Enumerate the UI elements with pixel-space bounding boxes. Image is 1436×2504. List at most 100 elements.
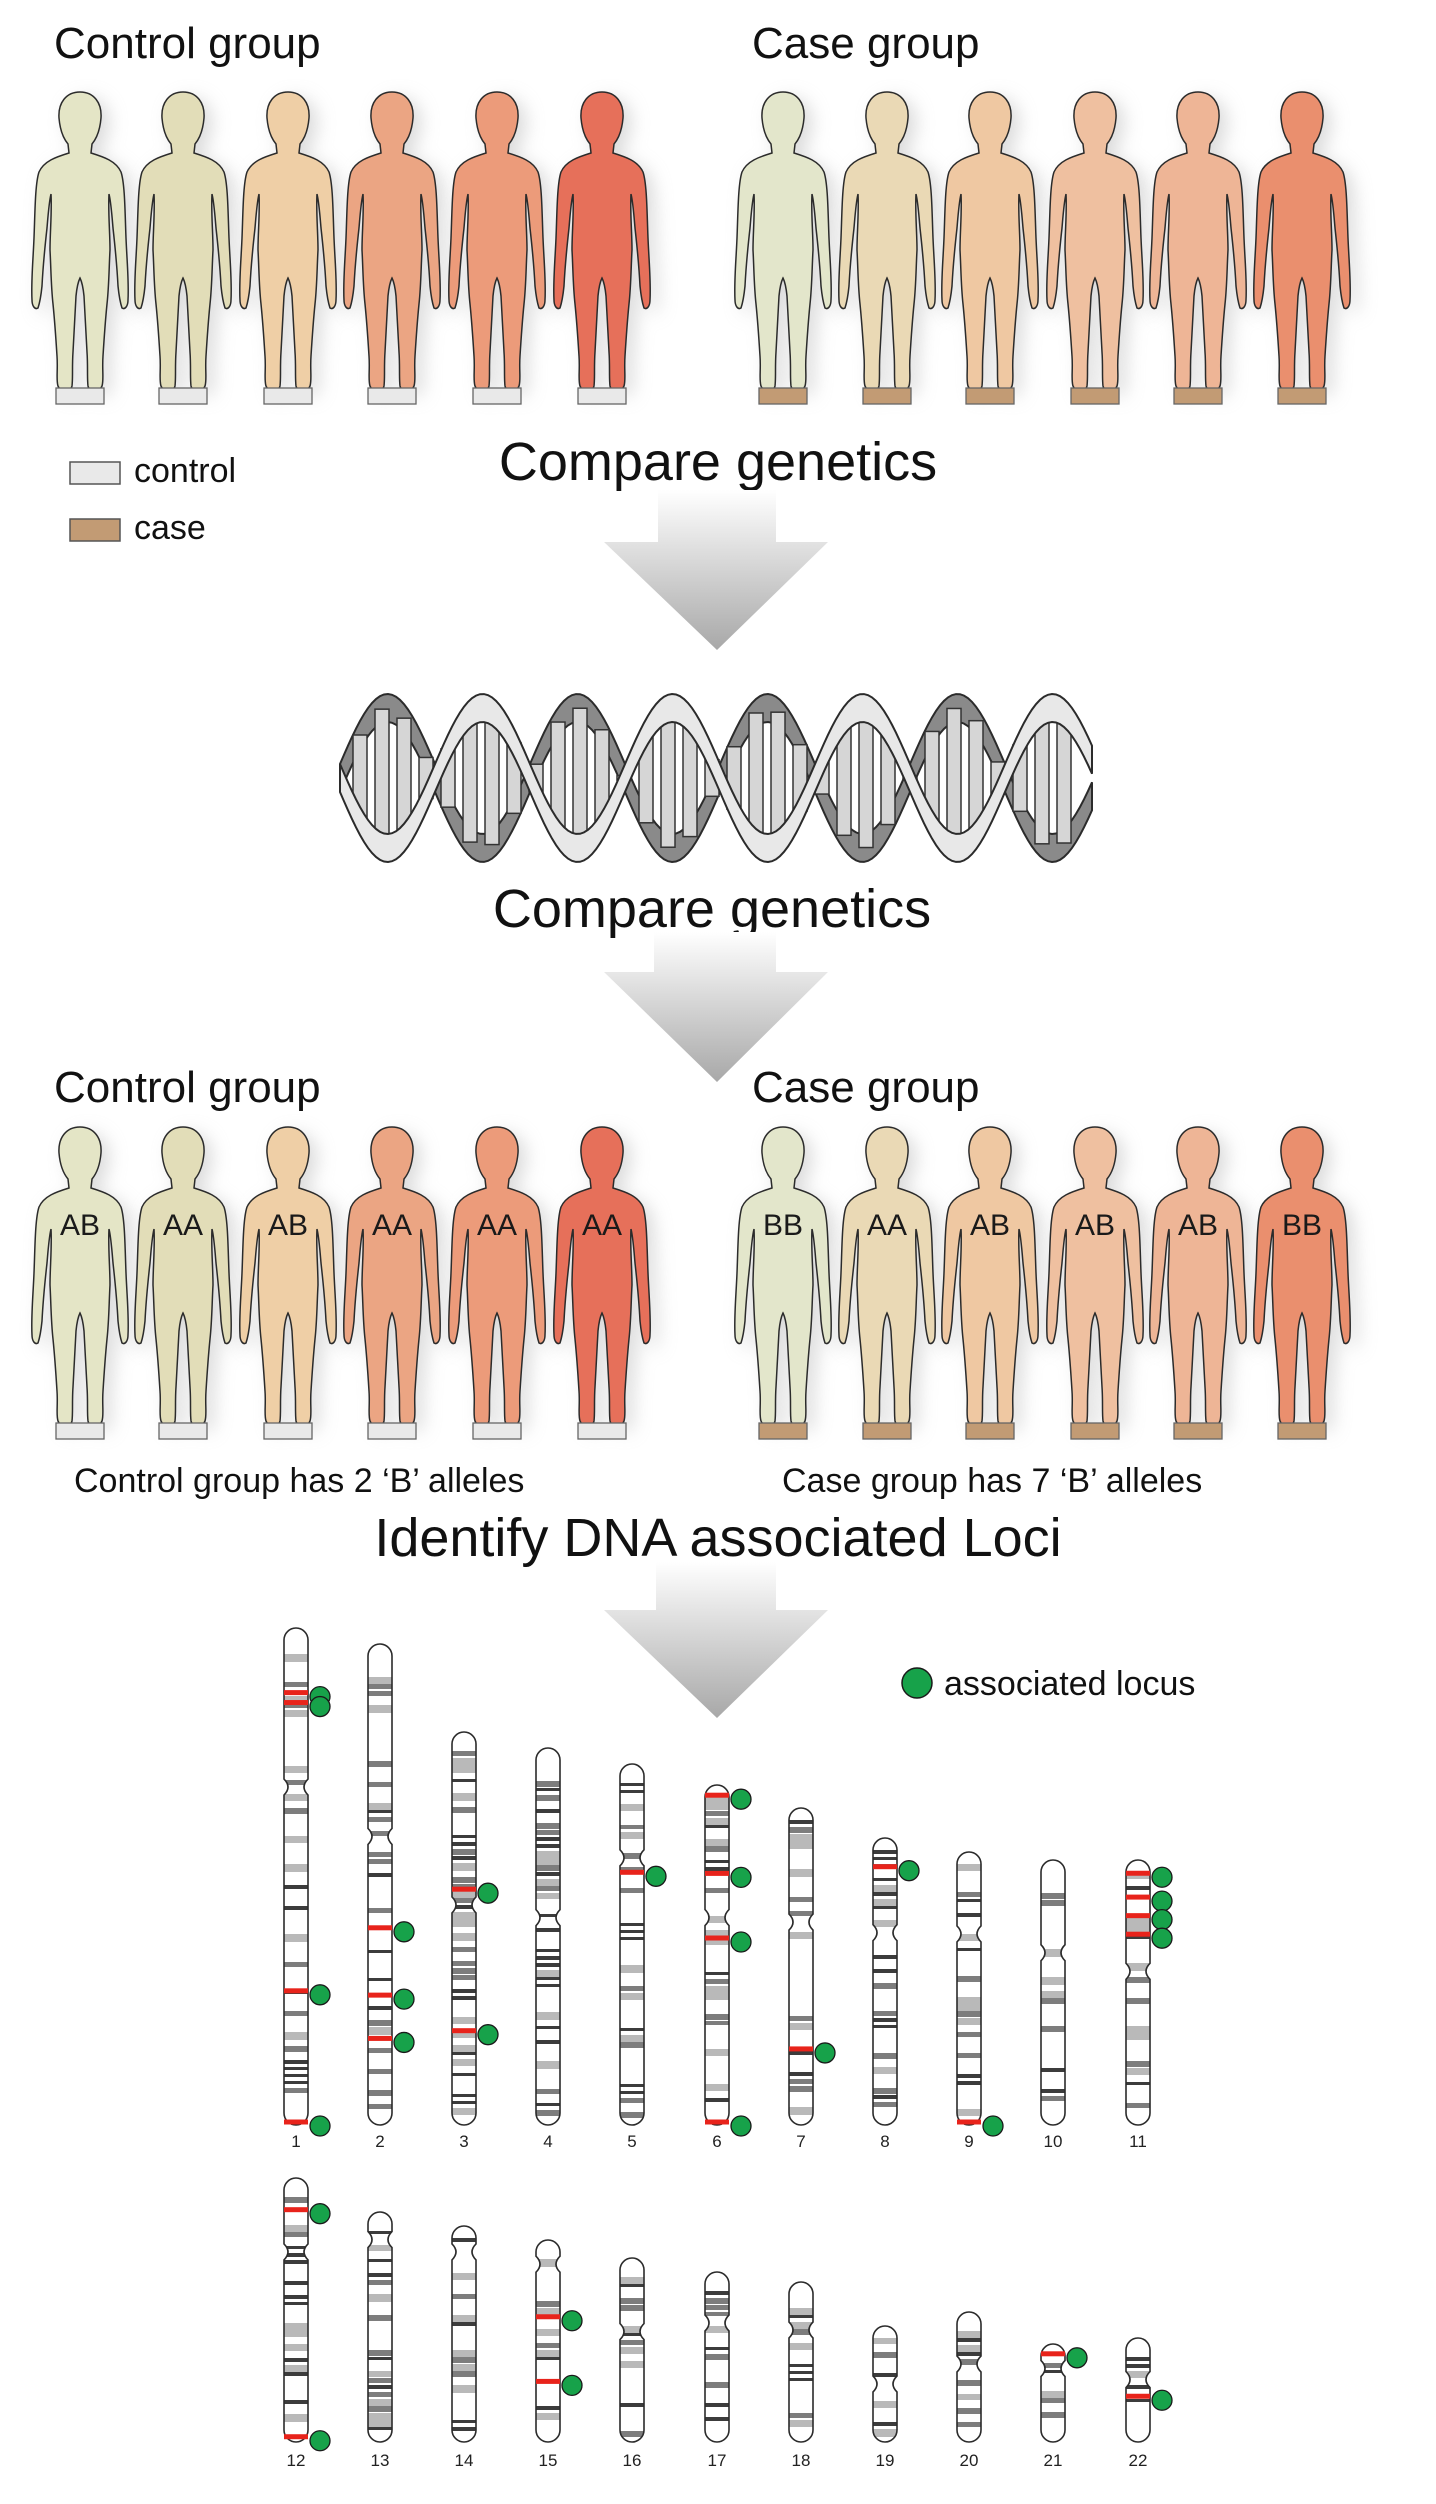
chromosome-label: 5 xyxy=(627,2132,636,2151)
chromosome-label: 21 xyxy=(1044,2451,1063,2470)
chromosome-band xyxy=(957,2018,981,2025)
locus-marker xyxy=(1126,1894,1150,1900)
chromosome-band xyxy=(452,1856,476,1860)
chromosome-band xyxy=(620,2284,644,2287)
chromosome-outline xyxy=(1040,1859,1066,2126)
case-genotyped-person-6: BB xyxy=(1252,1126,1359,1440)
chromosome-band xyxy=(957,1899,981,1902)
chromosome-outline xyxy=(788,1807,814,2126)
chromosome-band xyxy=(620,2035,644,2043)
chromosome-band xyxy=(452,1975,476,1980)
control-genotyped-person-3: AB xyxy=(238,1126,345,1440)
chromosome-21: 21 xyxy=(1040,2343,1088,2470)
chromosome-band xyxy=(705,2098,729,2102)
chromosome-band xyxy=(705,1811,729,1816)
chromosome-band xyxy=(873,1906,897,1909)
associated-locus-icon xyxy=(561,2310,583,2332)
locus-marker xyxy=(1126,1913,1150,1919)
locus-marker xyxy=(536,2378,560,2384)
chromosome-band xyxy=(957,2032,981,2037)
chromosome-band xyxy=(452,1751,476,1756)
group-pedestal xyxy=(862,387,912,405)
chromosome-band xyxy=(1126,2068,1150,2075)
chromosome-band xyxy=(1126,2082,1150,2085)
associated-locus-icon xyxy=(393,1988,415,2010)
associated-locus-legend-icon xyxy=(901,1667,933,1699)
associated-locus-icon xyxy=(1151,1890,1173,1912)
chromosome-band xyxy=(452,1933,476,1941)
chromosome-band xyxy=(1041,2026,1065,2032)
chromosome-6: 6 xyxy=(704,1784,752,2151)
chromosome-band xyxy=(452,2315,476,2322)
group-pedestal xyxy=(577,1422,627,1440)
chromosome-band xyxy=(284,2197,308,2203)
case-person-5 xyxy=(1148,91,1255,405)
group-pedestal xyxy=(55,1422,105,1440)
chromosome-band xyxy=(536,1788,560,1791)
chromosome-band xyxy=(284,1703,308,1708)
chromosome-band xyxy=(368,2413,392,2420)
chromosome-band xyxy=(957,2394,981,2400)
locus-marker xyxy=(705,1792,729,1798)
chromosome-band xyxy=(368,2427,392,2430)
chromosome-band xyxy=(1041,1949,1065,1957)
chromosome-band xyxy=(452,2031,476,2038)
chromosome-band xyxy=(873,2373,897,2377)
chromosome-band xyxy=(789,2023,813,2030)
chromosome-band xyxy=(620,2361,644,2368)
control-group-title: Control group xyxy=(54,19,321,68)
chromosome-band xyxy=(368,1859,392,1864)
chromosome-band xyxy=(284,2365,308,2373)
chromosome-band xyxy=(620,1965,644,1973)
chromosome-band xyxy=(536,2329,560,2336)
locus-marker xyxy=(452,1886,476,1892)
locus-marker xyxy=(368,1992,392,1998)
chromosome-15: 15 xyxy=(535,2239,583,2470)
chromosome-label: 9 xyxy=(964,2132,973,2151)
chromosome-band xyxy=(452,2385,476,2393)
chromosome-band xyxy=(284,1654,308,1662)
chromosome-band xyxy=(284,1794,308,1801)
chromosome-band xyxy=(368,2090,392,2096)
chromosome-band xyxy=(536,1963,560,1967)
chromosome-band xyxy=(536,1809,560,1813)
chromosome-band xyxy=(620,2403,644,2407)
chromosome-band xyxy=(452,1765,476,1773)
dna-base-pair xyxy=(946,707,962,849)
locus-marker xyxy=(1126,2393,1150,2399)
locus-marker xyxy=(957,2119,981,2125)
associated-locus-icon xyxy=(309,2203,331,2225)
chromosome-band xyxy=(957,1934,981,1941)
genotype-label: AB xyxy=(1075,1209,1115,1242)
associated-locus-icon xyxy=(309,2430,331,2452)
chromosome-band xyxy=(873,2429,897,2437)
chromosome-band xyxy=(705,1860,729,1863)
associated-locus-icon xyxy=(393,1921,415,1943)
chromosome-outline xyxy=(535,2239,561,2443)
chromosome-band xyxy=(873,1983,897,1989)
chromosome-band xyxy=(284,2088,308,2093)
chromosome-band xyxy=(620,1825,644,1829)
group-pedestal xyxy=(1173,387,1223,405)
associated-locus-icon xyxy=(730,1866,752,1889)
group-pedestal xyxy=(367,387,417,405)
chromosome-band xyxy=(1041,2412,1065,2418)
down-arrow-3 xyxy=(604,1562,828,1718)
group-pedestal xyxy=(472,1422,522,1440)
chromosome-label: 16 xyxy=(623,2451,642,2470)
chromosome-band xyxy=(1041,2089,1065,2093)
locus-marker xyxy=(284,2119,308,2125)
chromosome-band xyxy=(705,1804,729,1810)
associated-locus-icon xyxy=(1066,2347,1088,2369)
chromosome-band xyxy=(705,1930,729,1938)
chromosome-band xyxy=(1126,2371,1150,2378)
chromosome-band xyxy=(284,2372,308,2376)
chromosome-12: 12 xyxy=(283,2177,331,2470)
chromosome-band xyxy=(368,2399,392,2406)
locus-marker xyxy=(789,2046,813,2052)
chromosome-label: 10 xyxy=(1044,2132,1063,2151)
chromosome-band xyxy=(705,1972,729,1975)
chromosome-band xyxy=(536,2061,560,2069)
chromosome-band xyxy=(620,1867,644,1872)
